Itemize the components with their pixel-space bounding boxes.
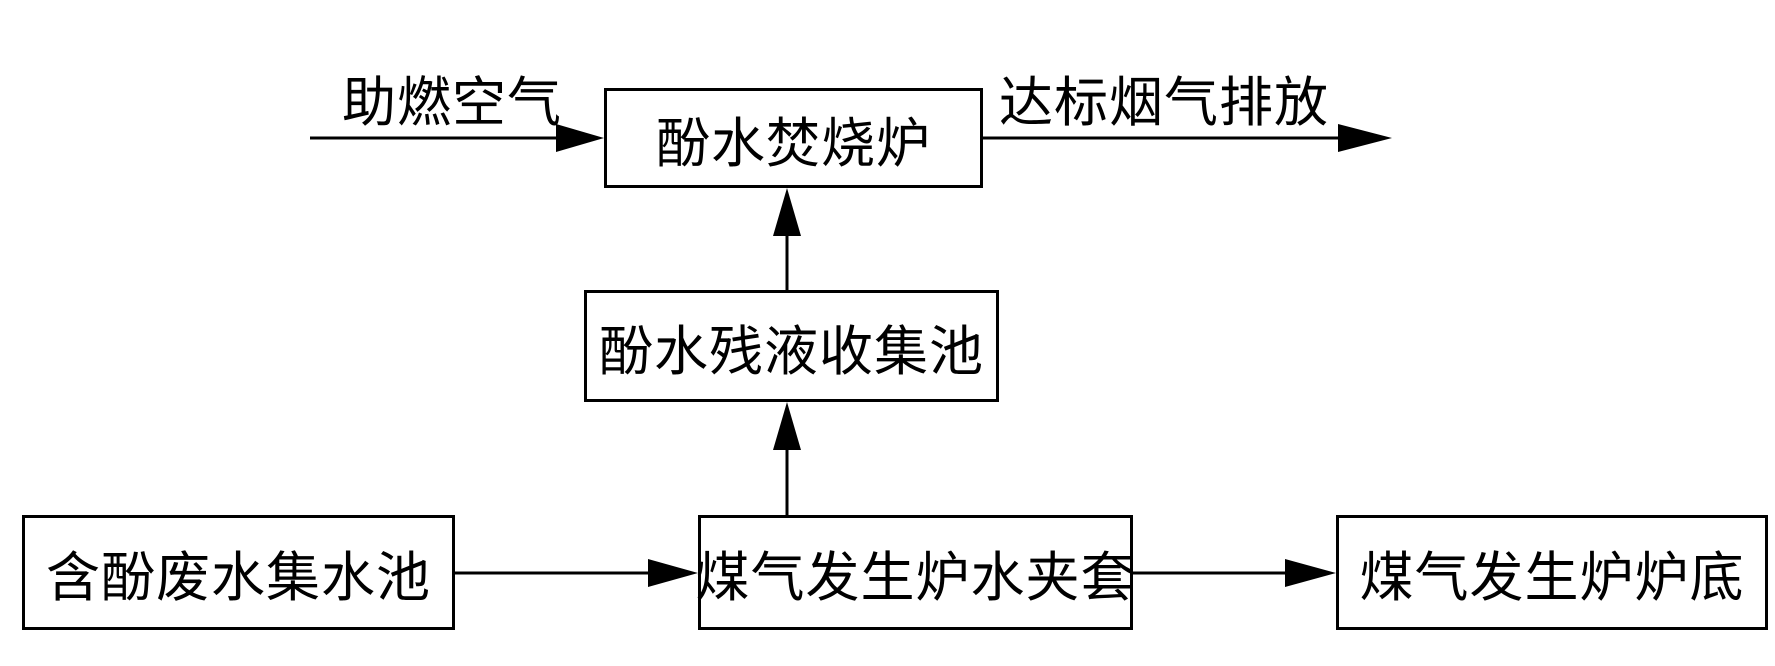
arrow-jacket-to-bottom (1133, 559, 1336, 587)
wastewater-pool-box: 含酚废水集水池 (22, 515, 455, 630)
arrow-incinerator-to-discharge (983, 124, 1392, 152)
combustion-air-label: 助燃空气 (342, 71, 562, 134)
incinerator-box: 酚水焚烧炉 (604, 88, 983, 188)
arrow-wastewater-to-jacket (455, 559, 698, 587)
residue-pool-box: 酚水残液收集池 (584, 290, 999, 402)
furnace-bottom-box: 煤气发生炉炉底 (1336, 515, 1768, 630)
arrow-residue-to-incinerator (773, 188, 801, 290)
arrow-jacket-to-residue (773, 402, 801, 515)
water-jacket-box: 煤气发生炉水夹套 (696, 515, 1135, 630)
flue-gas-discharge-label: 达标烟气排放 (999, 71, 1329, 134)
arrow-air-to-incinerator (310, 124, 604, 152)
